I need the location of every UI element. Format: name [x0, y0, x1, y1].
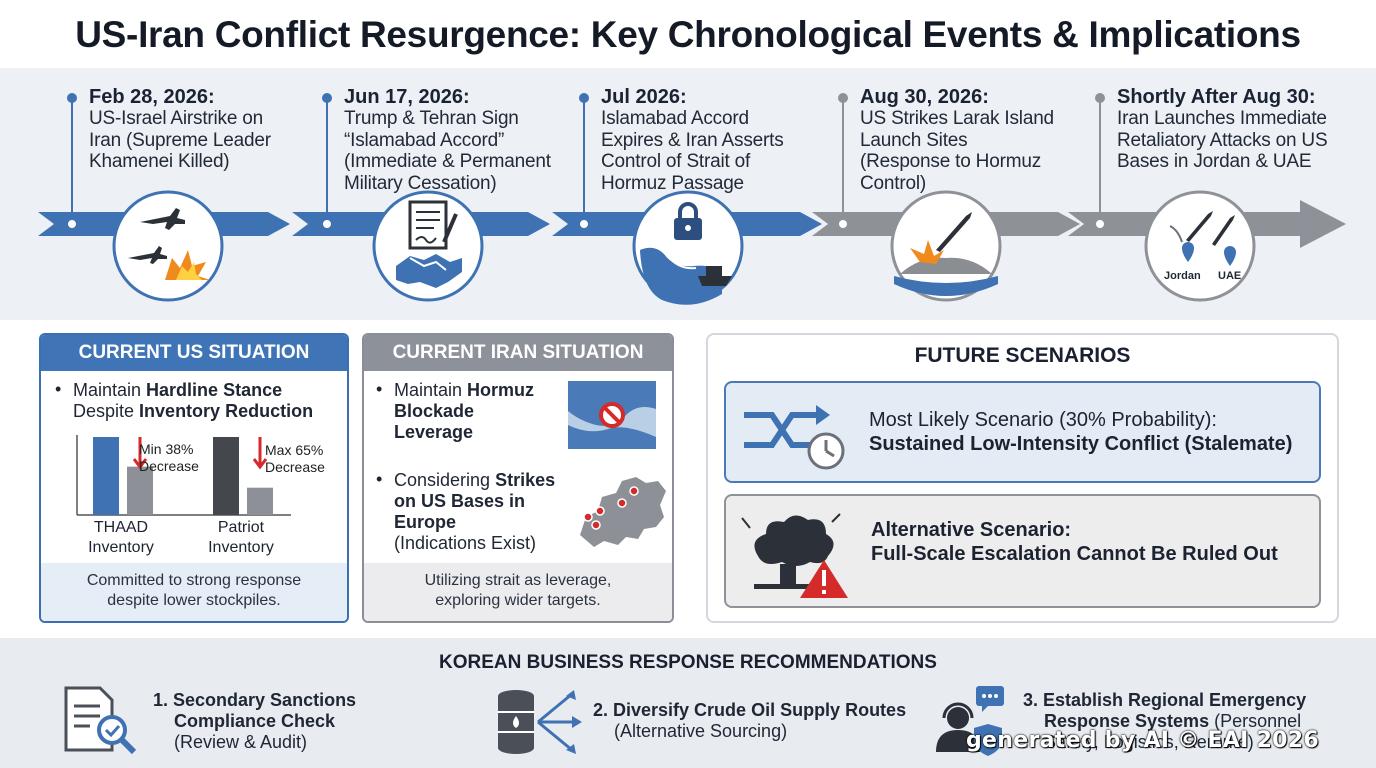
missile-island-icon [890, 190, 1002, 302]
bullet-dot: • [376, 469, 383, 489]
timeline-event-3: Jul 2026: Islamabad Accord Expires & Ira… [601, 86, 861, 194]
inventory-chart [76, 435, 291, 516]
map-label-uae: UAE [1218, 270, 1242, 282]
europe-map-icon [580, 477, 666, 547]
event-line: Bases in Jordan & UAE [1117, 151, 1312, 172]
timeline-event-1: Feb 28, 2026: US-Israel Airstrike on Ira… [89, 86, 349, 173]
korean-heading: KOREAN BUSINESS RESPONSE RECOMMENDATIONS [439, 652, 937, 673]
iran-situation-panel: CURRENT IRAN SITUATION • Maintain Hormuz… [362, 333, 674, 623]
lock-strait-ship-icon [632, 190, 744, 305]
event-line: Expires & Iran Asserts [601, 129, 784, 151]
event-date: Feb 28, 2026: [89, 86, 215, 108]
inventory-bar-before [213, 437, 239, 515]
bullet-dot: • [55, 379, 62, 399]
scenario-most-likely: Most Likely Scenario (30% Probability): … [724, 381, 1321, 483]
document-magnifier-icon [64, 686, 137, 755]
scenario-2-text: Alternative Scenario: Full-Scale Escalat… [871, 519, 1278, 565]
map-label-jordan: Jordan [1164, 270, 1201, 282]
bullet-dot: • [376, 379, 383, 399]
event-date: Aug 30, 2026: [860, 86, 989, 108]
event-line: US-Israel Airstrike on [89, 108, 264, 129]
decrease-arrow-icon [252, 437, 268, 470]
timeline-graphic [38, 93, 1346, 305]
explosion-warning-icon [741, 513, 848, 598]
shuffle-clock-icon [744, 405, 845, 470]
timeline-event-4: Aug 30, 2026: US Strikes Larak Island La… [860, 86, 1120, 194]
event-line: Hormuz Passage [601, 172, 744, 194]
event-date: Jul 2026: [601, 86, 687, 108]
us-situation-panel: CURRENT US SITUATION • Maintain Hardline… [39, 333, 349, 623]
event-line: Iran (Supreme Leader [89, 129, 271, 151]
decrease-arrow-icon [132, 437, 148, 470]
iran-panel-heading: CURRENT IRAN SITUATION [364, 335, 672, 371]
recommendation-3: 3. Establish Regional Emergency Response… [1023, 690, 1307, 752]
event-line: Iran Launches Immediate [1117, 108, 1327, 129]
event-line: Control) [860, 172, 926, 194]
event-date: Jun 17, 2026: [344, 86, 470, 108]
timeline-markers [66, 93, 1106, 230]
event-line: Islamabad Accord [601, 108, 749, 129]
inventory-bar-after [247, 487, 273, 515]
us-bullet: Maintain Hardline Stance Despite Invento… [73, 380, 314, 421]
event-date: Shortly After Aug 30: [1117, 86, 1316, 108]
timeline-event-2: Jun 17, 2026: Trump & Tehran Sign “Islam… [344, 86, 604, 194]
watermark: generated by AI © EAI 2026 [966, 728, 1319, 753]
page-title: US-Iran Conflict Resurgence: Key Chronol… [75, 14, 1301, 55]
scenarios-heading: FUTURE SCENARIOS [914, 344, 1131, 367]
korean-recommendations-band [0, 638, 1376, 768]
oil-barrel-arrows-icon [498, 690, 582, 754]
support-agent-shield-icon [936, 686, 1004, 756]
recommendation-1: 1. Secondary Sanctions Compliance Check … [153, 690, 357, 752]
iran-panel-footer: Utilizing strait as leverage,exploring w… [364, 563, 672, 621]
event-line: US Strikes Larak Island [860, 108, 1054, 129]
inventory-bar-after [127, 466, 153, 515]
event-line: Retaliatory Attacks on US [1117, 129, 1328, 151]
patriot-note: Max 65%Decrease [265, 442, 325, 475]
event-line: Trump & Tehran Sign [344, 108, 519, 129]
thaad-note: Min 38%Decrease [139, 441, 199, 474]
hormuz-blockade-icon [568, 381, 656, 449]
scenario-1-text: Most Likely Scenario (30% Probability): … [869, 409, 1293, 455]
event-line: Launch Sites [860, 129, 968, 151]
event-line: “Islamabad Accord” [344, 129, 505, 151]
inventory-bar-before [93, 437, 119, 515]
missiles-bases-icon [1144, 190, 1256, 302]
event-line: Military Cessation) [344, 172, 497, 194]
scenario-alternative: Alternative Scenario: Full-Scale Escalat… [724, 494, 1321, 608]
timeline-event-5: Shortly After Aug 30: Iran Launches Imme… [1117, 86, 1376, 173]
event-line: Control of Strait of [601, 151, 751, 172]
event-line: (Response to Hormuz [860, 151, 1041, 172]
recommendation-2: 2. Diversify Crude Oil Supply Routes (Al… [593, 700, 907, 741]
event-line: Khamenei Killed) [89, 151, 230, 172]
us-panel-heading: CURRENT US SITUATION [41, 335, 347, 371]
handshake-document-icon [372, 190, 484, 302]
fighter-jets-explosion-icon [112, 190, 224, 302]
event-line: (Immediate & Permanent [344, 151, 551, 172]
